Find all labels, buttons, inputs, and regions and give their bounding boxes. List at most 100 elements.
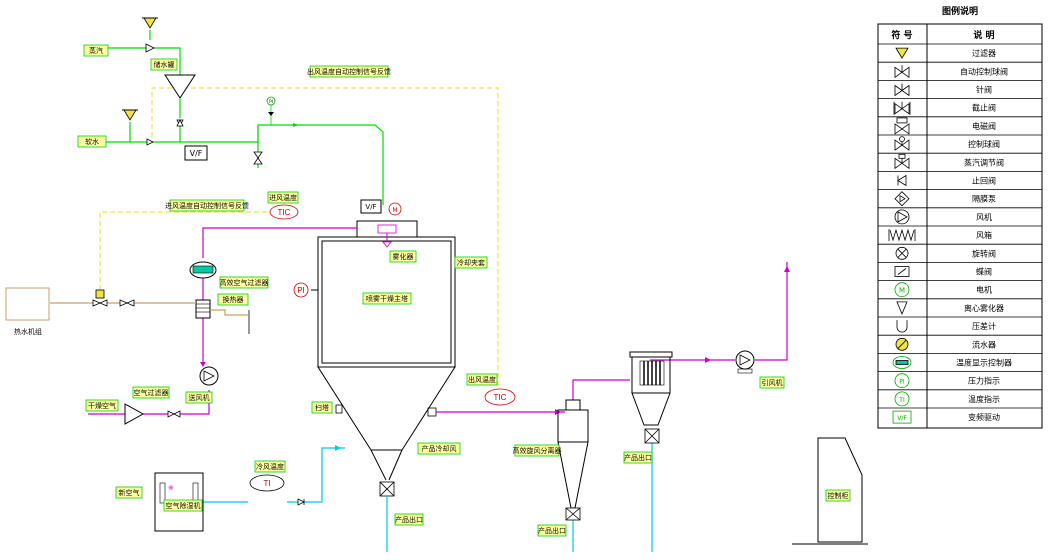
svg-text:TIC: TIC (494, 393, 507, 402)
svg-text:空气除湿机: 空气除湿机 (166, 501, 201, 510)
legend-row: 风机 (878, 207, 1042, 225)
water-tank (164, 74, 196, 118)
water-lines (106, 30, 384, 205)
label-high-eff-cyclone: 高效旋风分离器 (513, 444, 562, 457)
svg-text:出风温度: 出风温度 (468, 375, 496, 384)
label-boxes: 蒸汽软水储水罐出风温度自动控制信号反馈进风温度自动控制信号反馈进风温度雾化器冷却… (14, 44, 851, 537)
label-dry-air: 干燥空气 (85, 399, 119, 412)
svg-text:M: M (899, 287, 905, 295)
legend-desc: 止回阀 (972, 176, 996, 186)
legend-row: 流水器 (878, 334, 1042, 351)
filter-icon (895, 47, 909, 59)
svg-text:TIC: TIC (278, 208, 291, 217)
hepa-filter (189, 261, 217, 279)
label-product-cooling: 产品冷却风 (417, 442, 461, 455)
solenoid-valve-icon (894, 117, 910, 135)
pi-icon: PI (266, 96, 276, 125)
label-product-outlet-3: 产品出口 (623, 451, 653, 464)
svg-text:冷却夹套: 冷却夹套 (457, 258, 485, 267)
label-soft-water: 软水 (77, 135, 107, 148)
needle-valve-icon (167, 410, 181, 418)
signal-lines (99, 87, 499, 390)
legend-row: 风箱 (878, 225, 1042, 242)
svg-text:进风温度自动控制信号反馈: 进风温度自动控制信号反馈 (165, 201, 249, 210)
svg-text:引风机: 引风机 (762, 378, 783, 387)
label-fresh-air: 新空气 (115, 486, 143, 499)
legend-desc: 压力指示 (968, 376, 1000, 386)
svg-text:产品出口: 产品出口 (395, 515, 423, 524)
label-outlet-temp: 出风温度 (466, 373, 498, 386)
svg-text:进风温度: 进风温度 (269, 193, 297, 202)
rotary-valve-icon (379, 481, 395, 497)
svg-text:M: M (392, 207, 397, 214)
legend-desc: 电机 (976, 285, 992, 295)
stop-valve-icon (893, 101, 911, 115)
label-exhaust-fan: 引风机 (759, 376, 785, 389)
pressure-gauge-icon (896, 320, 908, 333)
svg-text:产品出口: 产品出口 (538, 526, 566, 535)
legend-row: 压差计 (878, 316, 1042, 333)
pi-left: PI (293, 282, 309, 298)
vf-drive-icon: V/F (892, 410, 912, 424)
svg-text:V/F: V/F (190, 149, 203, 158)
legend-row: 过滤器 (878, 43, 1042, 59)
label-control-cabinet: 控制柜 (825, 489, 851, 502)
svg-text:产品冷却风: 产品冷却风 (422, 444, 457, 453)
outlet-temp-signal-line (151, 87, 499, 390)
legend-row: 电磁阀 (878, 116, 1042, 135)
cyclone-separator (557, 399, 589, 509)
svg-text:喷雾干燥主塔: 喷雾干燥主塔 (366, 294, 408, 303)
legend-desc: 过滤器 (972, 48, 996, 58)
label-cooling-jacket: 冷却夹套 (454, 256, 488, 269)
tic-outlet: TIC (484, 388, 516, 406)
legend-desc: 蝶阀 (976, 267, 992, 277)
legend-desc: 离心雾化器 (964, 303, 1004, 313)
svg-text:产品出口: 产品出口 (624, 453, 652, 462)
label-hot-water-unit: 热水机组 (14, 327, 42, 336)
legend-desc: 温度指示 (968, 394, 1000, 404)
svg-text:PI: PI (269, 99, 273, 104)
svg-text:换热器: 换热器 (223, 295, 244, 304)
svg-text:高效旋风分离器: 高效旋风分离器 (513, 446, 562, 455)
fan-icon (199, 366, 219, 386)
legend-desc: 蒸汽调节阀 (964, 157, 1004, 167)
air-lines (88, 227, 788, 415)
svg-text:扫塔: 扫塔 (315, 403, 329, 412)
motor-icon: M (388, 202, 402, 216)
legend-desc: 旋转阀 (972, 248, 996, 258)
svg-text:V/F: V/F (897, 415, 907, 422)
label-blower: 送风机 (185, 391, 213, 404)
legend-row: 离心雾化器 (878, 298, 1042, 315)
filter-icon (122, 109, 138, 121)
label-product-outlet-1: 产品出口 (394, 513, 424, 526)
steam-regulating-valve-icon (894, 153, 910, 170)
temp-controller-icon (892, 356, 912, 369)
temp-indicator-icon: TI (894, 391, 910, 407)
legend-desc: 风箱 (976, 230, 992, 240)
fan-icon (894, 209, 910, 225)
label-outlet-temp-signal: 出风温度自动控制信号反馈 (307, 65, 391, 78)
legend-col-desc: 说 明 (973, 29, 994, 41)
legend-desc: 温度显示控制器 (956, 358, 1012, 368)
dehumid-mark: ※ (168, 484, 174, 492)
check-valve-icon (897, 174, 907, 187)
legend-row: 蒸汽调节阀 (878, 152, 1042, 170)
rotary-valve-icon (895, 246, 909, 260)
legend-row: 控制球阀 (878, 134, 1042, 151)
svg-text:空气过滤器: 空气过滤器 (134, 388, 169, 397)
vf-top-box: V/F (360, 199, 382, 214)
label-dehumidifier: 空气除湿机 (163, 499, 203, 512)
label-air-filter: 空气过滤器 (132, 386, 170, 399)
legend-row: 隔膜泵 (878, 189, 1042, 207)
svg-text:送风机: 送风机 (189, 393, 210, 402)
centrifugal-atomizer-icon (896, 301, 908, 315)
flowmeter-icon (895, 337, 909, 351)
label-steam: 蒸汽 (83, 44, 109, 57)
label-main-tower: 喷雾干燥主塔 (362, 292, 412, 305)
label-heat-exchanger: 换热器 (217, 293, 249, 306)
label-hepa-filter: 高效空气过滤器 (220, 276, 269, 289)
legend-desc: 流水器 (972, 339, 996, 349)
